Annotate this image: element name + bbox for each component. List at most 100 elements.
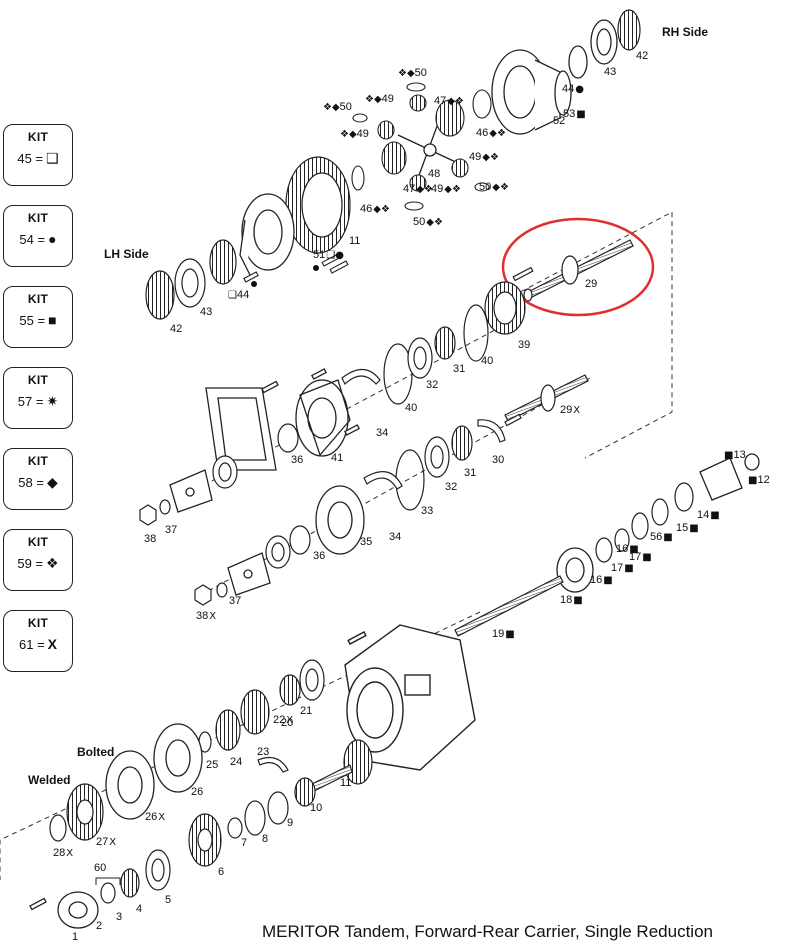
callout-25: 25 [206,759,218,771]
callout-23: 23 [257,746,269,758]
callout-40: 40 [405,402,417,414]
kit-line: 61 =X [4,636,72,652]
callout-60: 60 [94,862,106,874]
callout-35: 35 [360,536,372,548]
differential-case-rh [491,49,572,135]
callout-24: 24 [230,756,242,768]
callout-50: ❖◆50 [323,101,352,113]
callout-42: 42 [636,50,648,62]
kit-symbol: ❖ [46,555,59,571]
callout-13: ■13 [724,449,746,461]
callout-49: ❖◆49 [365,93,394,105]
kit-box-55: KIT 55 =■ [3,286,73,348]
kit-number: 61 [18,637,38,652]
bearing-31-32-upper [407,326,456,379]
input-cage-18 [556,547,594,593]
callout-49: 49◆❖ [469,151,499,163]
callout-5: 5 [165,894,171,906]
callout-48: 48 [428,168,440,180]
callout-4: 4 [136,903,142,915]
snap-ring-23 [257,757,289,773]
callout-14: 14■ [697,509,720,521]
callout-50: 50◆❖ [413,216,443,228]
snap-ring-34-upper [341,368,381,385]
kit-symbol: ■ [48,312,57,328]
input-seals-14-17 [595,482,694,563]
callout-9: 9 [287,817,293,829]
bearing-lh [145,239,237,320]
lh-side-label: LH Side [104,247,149,261]
callout-27: 27X [96,836,116,848]
kit-number: 57 [17,394,36,409]
callout-26: 26 [191,786,203,798]
callout-53: 53■ [563,108,586,120]
diagram-caption: MERITOR Tandem, Forward-Rear Carrier, Si… [262,922,713,941]
callout-44: ❑44 [228,289,249,301]
callout-46: 46◆❖ [360,203,390,215]
kit-box-45: KIT 45 =❑ [3,124,73,186]
kit-number: 58 [18,475,37,490]
kit-line: 45 =❑ [4,150,72,167]
kit-line: 54 =● [4,231,72,247]
o-rings-40 [383,304,489,405]
yoke-37-upper [169,469,213,513]
ring-gear [285,156,351,254]
input-yoke-13 [699,453,760,501]
callout-47: 47◆❖ [403,183,433,195]
kit-line: 57 =✷ [4,393,72,410]
bearing-cone-rh [617,9,641,51]
bearings-20-21 [279,659,325,706]
callout-40: 40 [481,355,493,367]
kit-title: KIT [27,454,49,468]
differential-case-lh [239,193,295,276]
side-gears [377,94,469,192]
callout-10: 10 [310,802,322,814]
spider-cross [397,117,463,179]
kit-box-57: KIT 57 =✷ [3,367,73,429]
callout-37: 37 [165,524,177,536]
callout-28: 28X [53,847,73,859]
divider-housing-26 [105,723,203,820]
seal-36-lower [265,525,311,569]
kit-box-58: KIT 58 =◆ [3,448,73,510]
washer-28 [49,814,67,842]
callout-17: 17■ [629,551,652,563]
kit-title: KIT [27,292,49,306]
callout-26: 26X [145,811,165,823]
yoke-37-lower [227,552,271,596]
callout-30: 30 [492,454,504,466]
callout-38: 38X [196,610,216,622]
helical-gear-27 [66,783,104,841]
callout-38: 38 [144,533,156,545]
kit-equals: = [37,232,46,247]
housing-35 [315,485,365,555]
nut-38-upper [139,499,171,526]
callout-42: 42 [170,323,182,335]
callout-39: 39 [518,339,530,351]
snap-ring-34-lower [363,471,403,490]
cover-plate [205,380,279,471]
kit-symbol: ◆ [46,474,58,490]
kit-line: 58 =◆ [4,474,72,491]
seal-36-upper [277,423,299,453]
kit-equals: = [37,637,45,652]
bearings-7-10 [227,777,316,839]
callout-49: 49◆❖ [431,183,461,195]
kit-title: KIT [27,373,49,387]
input-shaft-19 [454,575,564,637]
callout-6: 6 [218,866,224,878]
thrust-washers [351,82,492,211]
cover-1-2 [29,891,99,929]
callout-8: 8 [262,833,268,845]
callout-34: 34 [376,427,388,439]
kit-equals: = [36,475,44,490]
case-bolts [243,253,349,283]
callout-16: 16■ [616,543,639,555]
kit-line: 55 =■ [4,312,72,328]
callout-46: 46◆❖ [476,127,506,139]
kit-title: KIT [27,616,49,630]
callout-36: 36 [291,454,303,466]
small-washers-lh [251,265,319,287]
kit-title: KIT [27,130,49,144]
